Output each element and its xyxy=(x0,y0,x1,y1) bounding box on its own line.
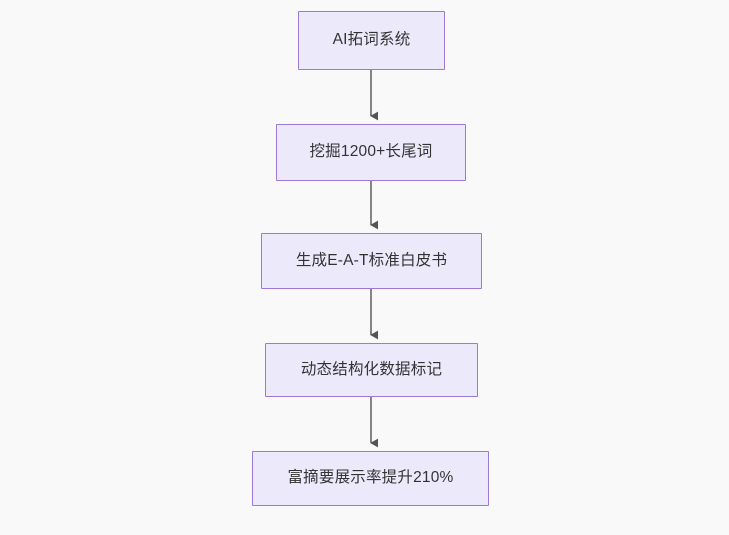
node-rich-snippet-uplift[interactable]: 富摘要展示率提升210% xyxy=(252,451,489,506)
node-mine-longtail-keywords[interactable]: 挖掘1200+长尾词 xyxy=(276,124,466,181)
node-label: AI拓词系统 xyxy=(332,31,411,49)
node-dynamic-structured-data[interactable]: 动态结构化数据标记 xyxy=(265,343,478,397)
node-label: 挖掘1200+长尾词 xyxy=(309,143,433,161)
node-label: 动态结构化数据标记 xyxy=(300,360,443,378)
node-label: 生成E-A-T标准白皮书 xyxy=(295,251,448,269)
node-ai-keyword-system[interactable]: AI拓词系统 xyxy=(298,11,445,70)
node-generate-eat-whitepaper[interactable]: 生成E-A-T标准白皮书 xyxy=(261,233,482,289)
node-label: 富摘要展示率提升210% xyxy=(287,469,454,487)
